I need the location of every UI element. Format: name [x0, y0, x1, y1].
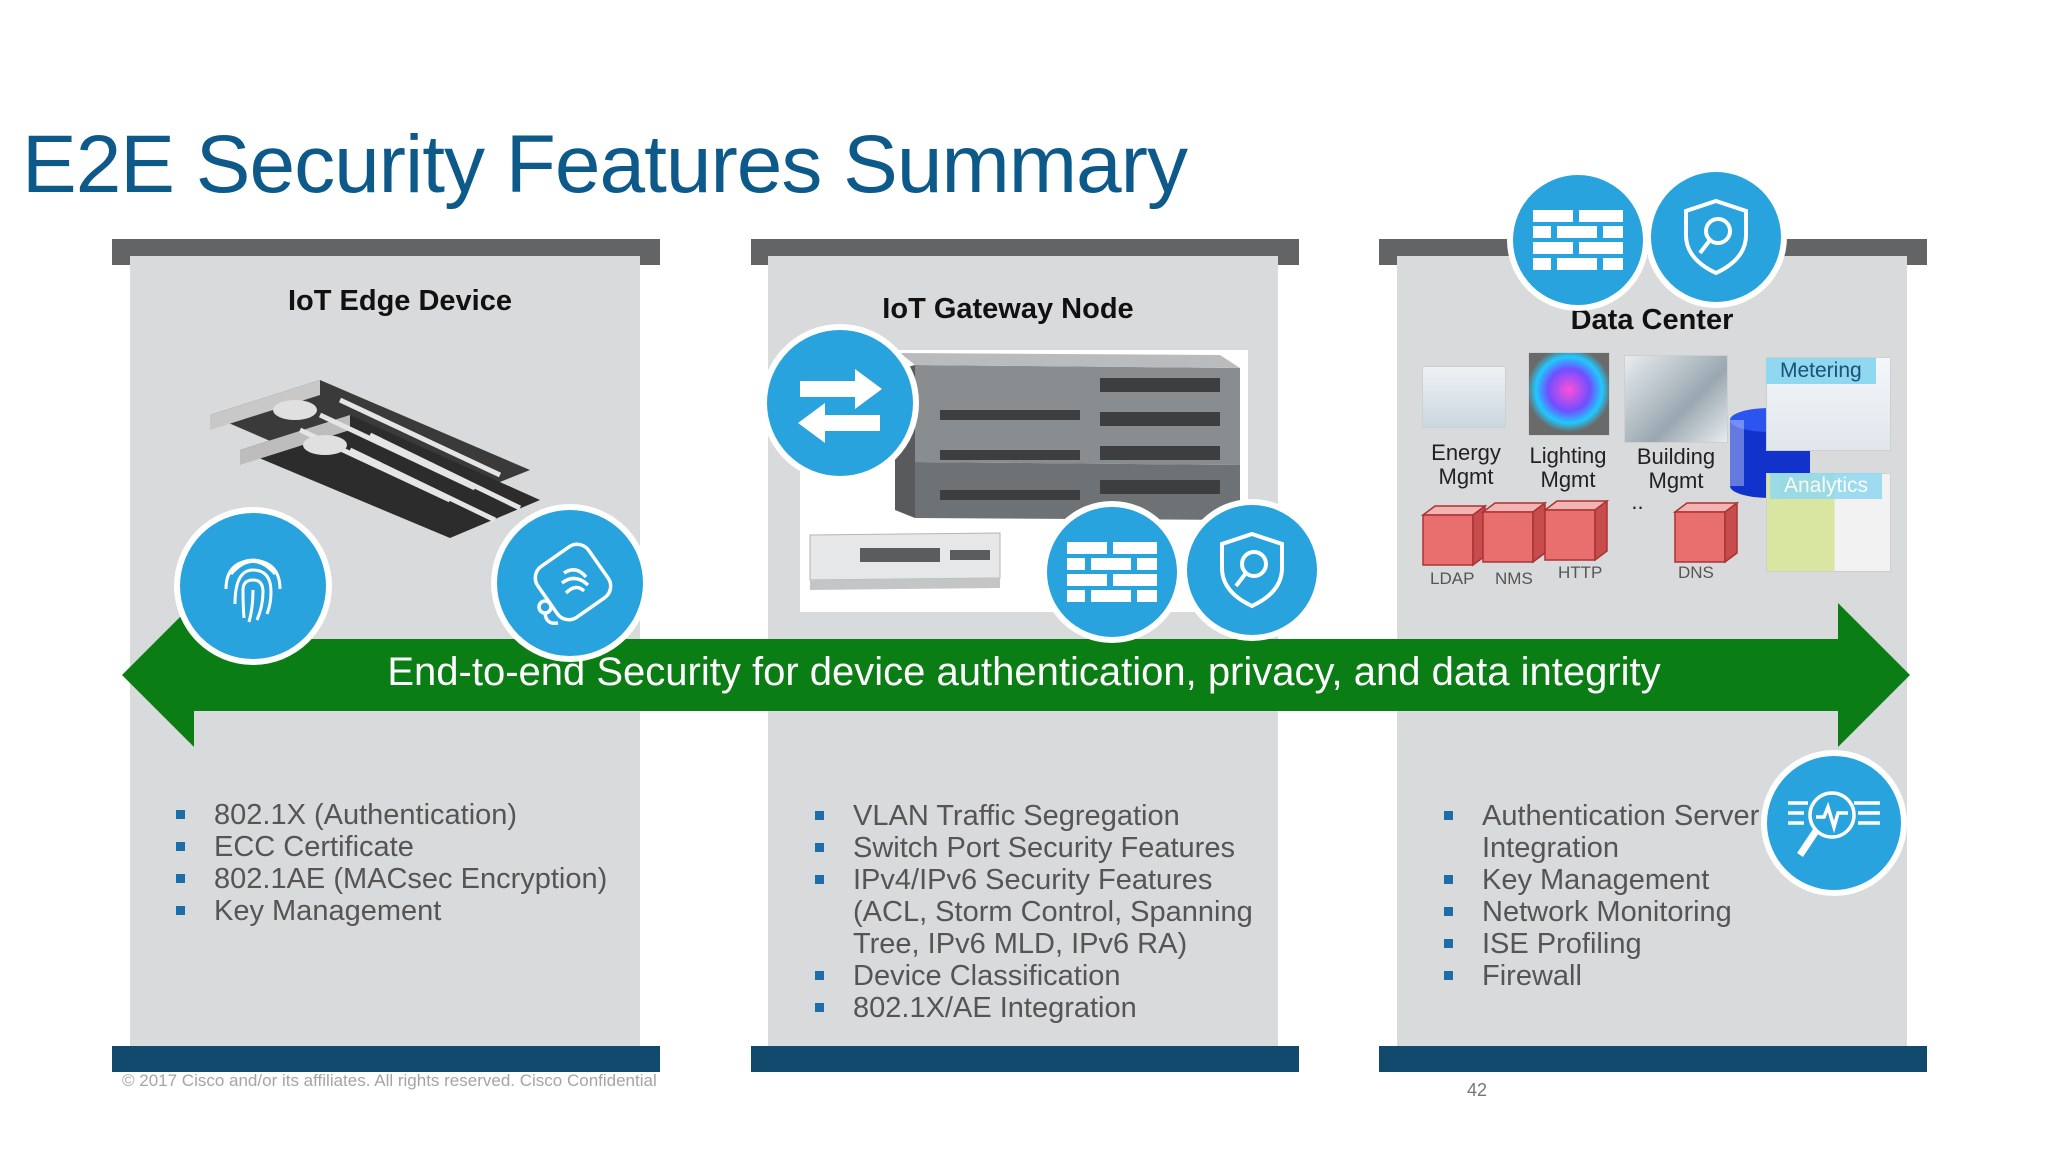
gateway-panel-bottom-bar — [751, 1046, 1299, 1072]
dc-firewall-circle — [1513, 175, 1643, 305]
server-icon — [1420, 500, 1740, 567]
page-title: E2E Security Features Summary — [22, 119, 1188, 210]
shield-search-icon — [1684, 198, 1748, 276]
list-item-continuation: (ACL, Storm Control, Spanning — [853, 896, 1253, 928]
fingerprint-circle — [180, 513, 326, 659]
edge-features-list: 802.1X (Authentication) ECC Certificate … — [176, 799, 636, 927]
firewall-icon — [1533, 210, 1623, 270]
list-item: 802.1X/AE Integration — [815, 992, 1275, 1024]
list-item: Device Classification — [815, 960, 1275, 992]
banner-text: End-to-end Security for device authentic… — [387, 650, 1661, 694]
building-mgmt-thumbnail — [1624, 355, 1728, 443]
datacenter-features-list: Authentication Server Integration Key Ma… — [1444, 800, 1794, 992]
list-item: Firewall — [1444, 960, 1794, 992]
list-item: Network Monitoring — [1444, 896, 1794, 928]
service-label-http: HTTP — [1558, 563, 1603, 582]
datacenter-panel-bottom-bar — [1379, 1046, 1927, 1072]
energy-mgmt-thumbnail — [1422, 366, 1506, 428]
gateway-panel-title: IoT Gateway Node — [882, 293, 1134, 325]
edge-panel-title: IoT Edge Device — [287, 285, 512, 317]
service-label-ldap: LDAP — [1430, 569, 1475, 588]
list-item: ISE Profiling — [1444, 928, 1794, 960]
list-item-continuation: Tree, IPv6 MLD, IPv6 RA) — [853, 928, 1188, 960]
copyright-footer: © 2017 Cisco and/or its affiliates. All … — [122, 1071, 657, 1090]
list-item: Key Management — [1444, 864, 1794, 896]
shield-search-icon — [1220, 531, 1284, 609]
edge-device-image — [210, 380, 540, 538]
dc-analytics-circle — [1767, 756, 1901, 890]
switch-arrows-icon — [798, 369, 882, 443]
analytics-search-icon — [1788, 791, 1880, 857]
firewall-icon — [1067, 542, 1157, 602]
service-label-dns: DNS — [1678, 563, 1714, 582]
list-item: VLAN Traffic Segregation — [815, 800, 1275, 832]
metering-label: Metering — [1766, 358, 1876, 384]
edge-panel-bottom-bar — [112, 1046, 660, 1072]
list-item: Key Management — [176, 895, 636, 927]
app-label-energy: Energy Mgmt — [1431, 440, 1501, 489]
list-item: IPv4/IPv6 Security Features — [815, 864, 1275, 896]
lighting-mgmt-thumbnail — [1528, 352, 1610, 436]
list-item: 802.1X (Authentication) — [176, 799, 636, 831]
fingerprint-icon — [224, 558, 282, 623]
list-item-continuation: Integration — [1482, 832, 1620, 864]
switch-circle — [767, 330, 913, 476]
analytics-label: Analytics — [1770, 473, 1883, 499]
list-item: 802.1AE (MACsec Encryption) — [176, 863, 636, 895]
page-number: 42 — [1467, 1080, 1488, 1100]
app-label-lighting: Lighting Mgmt — [1529, 443, 1607, 492]
badge-circle — [497, 510, 643, 656]
gateway-features-list: VLAN Traffic Segregation Switch Port Sec… — [815, 800, 1275, 1024]
list-item: Authentication Server — [1444, 800, 1794, 832]
gateway-shield-circle — [1187, 505, 1317, 635]
badge-fingerprint-icon — [533, 542, 613, 626]
gateway-firewall-circle — [1047, 507, 1177, 637]
list-item: ECC Certificate — [176, 831, 636, 863]
service-label-nms: NMS — [1495, 569, 1533, 588]
app-label-dots: .. — [1631, 489, 1644, 514]
dc-shield-circle — [1651, 172, 1781, 302]
datacenter-panel-title: Data Center — [1570, 304, 1734, 336]
list-item: Switch Port Security Features — [815, 832, 1275, 864]
app-label-building: Building Mgmt — [1636, 444, 1716, 493]
